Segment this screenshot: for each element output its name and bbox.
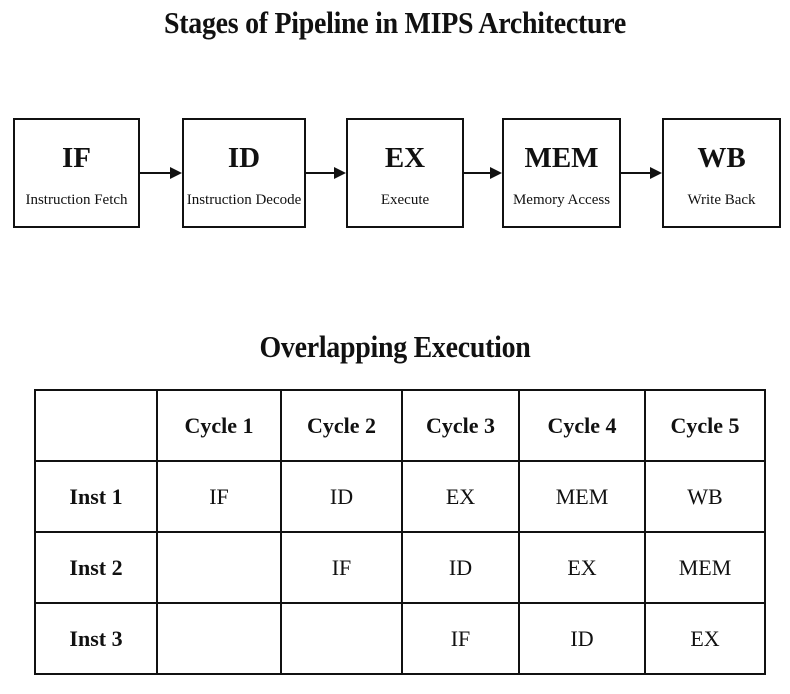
instruction-label: Inst 3	[34, 602, 158, 675]
table-row: Inst 1 IF ID EX MEM WB	[34, 460, 766, 533]
table-cell: ID	[280, 460, 403, 533]
cycle-header: Cycle 2	[280, 389, 403, 462]
cycle-header: Cycle 1	[156, 389, 282, 462]
arrowhead-mem-to-wb	[650, 167, 662, 179]
stage-abbr: MEM	[524, 142, 599, 174]
stage-abbr: WB	[697, 142, 746, 174]
stage-description: Instruction Fetch	[25, 192, 128, 208]
table-cell: IF	[280, 531, 403, 604]
stage-box-id: ID Instruction Decode	[182, 118, 306, 228]
table-cell: IF	[156, 460, 282, 533]
table-row: Inst 2 IF ID EX MEM	[34, 531, 766, 604]
table-cell: IF	[401, 602, 520, 675]
stage-box-mem: MEM Memory Access	[502, 118, 621, 228]
stage-box-if: IF Instruction Fetch	[13, 118, 140, 228]
stage-description: Instruction Decode	[186, 192, 302, 208]
cycle-header: Cycle 3	[401, 389, 520, 462]
arrowhead-if-to-id	[170, 167, 182, 179]
stage-description: Memory Access	[512, 192, 611, 208]
table-row: Inst 3 IF ID EX	[34, 602, 766, 675]
stage-box-ex: EX Execute	[346, 118, 464, 228]
instruction-label: Inst 2	[34, 531, 158, 604]
overlap-table: Cycle 1 Cycle 2 Cycle 3 Cycle 4 Cycle 5 …	[34, 389, 766, 675]
cycle-header: Cycle 4	[518, 389, 646, 462]
stage-description: Execute	[380, 192, 430, 208]
corner-cell	[34, 389, 158, 462]
table-cell: EX	[644, 602, 766, 675]
page-title: Stages of Pipeline in MIPS Architecture	[164, 5, 626, 40]
stage-abbr: IF	[62, 142, 91, 174]
instruction-label: Inst 1	[34, 460, 158, 533]
table-cell	[156, 531, 282, 604]
arrowhead-ex-to-mem	[490, 167, 502, 179]
table-cell	[156, 602, 282, 675]
table-title: Overlapping Execution	[259, 329, 531, 364]
table-cell: WB	[644, 460, 766, 533]
table-cell: MEM	[644, 531, 766, 604]
table-cell: EX	[401, 460, 520, 533]
table-cell: MEM	[518, 460, 646, 533]
stage-description: Write Back	[687, 192, 756, 208]
table-cell: ID	[518, 602, 646, 675]
stage-abbr: EX	[384, 142, 426, 174]
stage-abbr: ID	[227, 142, 261, 174]
table-header-row: Cycle 1 Cycle 2 Cycle 3 Cycle 4 Cycle 5	[34, 389, 766, 462]
cycle-header: Cycle 5	[644, 389, 766, 462]
table-cell: EX	[518, 531, 646, 604]
arrowhead-id-to-ex	[334, 167, 346, 179]
stage-box-wb: WB Write Back	[662, 118, 781, 228]
table-cell	[280, 602, 403, 675]
table-cell: ID	[401, 531, 520, 604]
